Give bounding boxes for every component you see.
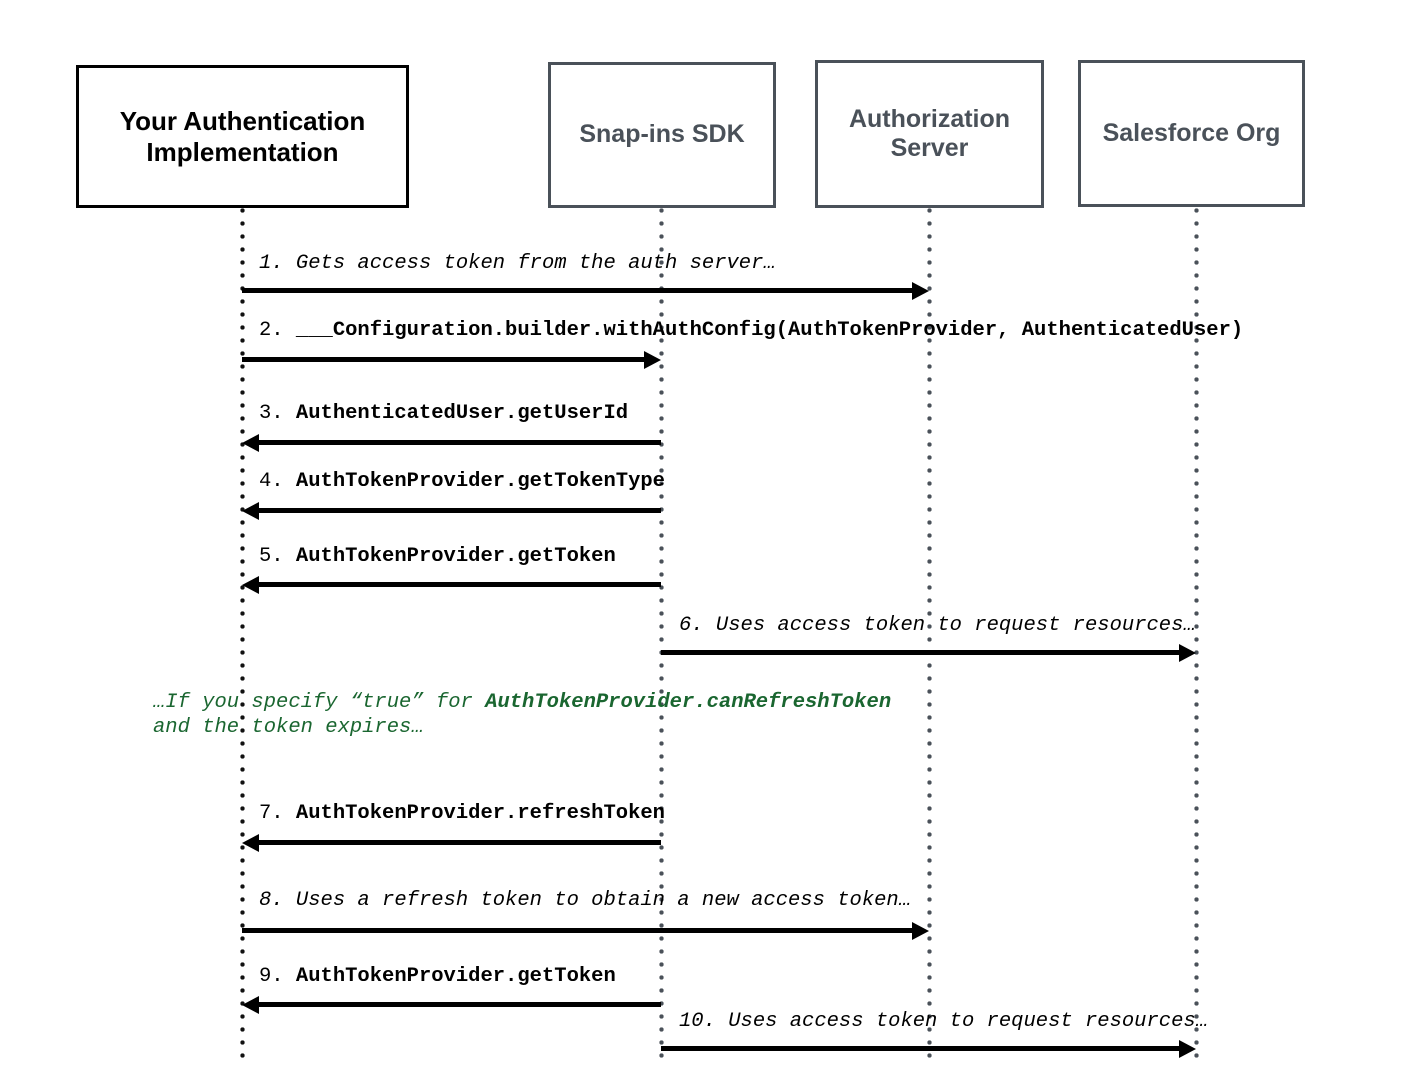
message-number: 1. — [259, 252, 284, 275]
message-number: 5. — [259, 545, 284, 568]
message-label: 3. AuthenticatedUser.getUserId — [259, 402, 628, 425]
message-label: 10. Uses access token to request resourc… — [679, 1010, 1208, 1033]
message-label: 4. AuthTokenProvider.getTokenType — [259, 470, 665, 493]
lifeline-snapins — [659, 208, 664, 1062]
message-number: 8. — [259, 889, 284, 912]
message-label-gap — [284, 252, 296, 275]
message-number: 9. — [259, 965, 284, 988]
message-label-gap — [284, 402, 296, 425]
message-arrow-line — [256, 1002, 661, 1007]
message-arrow-head — [1179, 643, 1196, 662]
message-arrow-line — [661, 1046, 1182, 1051]
message-label: 7. AuthTokenProvider.refreshToken — [259, 802, 665, 825]
message-text: ___Configuration.builder.withAuthConfig(… — [295, 319, 1244, 342]
message-text: AuthTokenProvider.getToken — [295, 545, 616, 568]
message-number: 7. — [259, 802, 284, 825]
message-label: 1. Gets access token from the auth serve… — [259, 252, 776, 275]
message-label: 8. Uses a refresh token to obtain a new … — [259, 889, 911, 912]
message-arrow-head — [242, 433, 259, 452]
message-text: Uses access token to request resources… — [728, 1010, 1208, 1033]
message-arrow-line — [242, 288, 915, 293]
message-arrow-head — [242, 995, 259, 1014]
message-text: Gets access token from the auth server… — [295, 252, 776, 275]
message-arrow-head — [912, 921, 929, 940]
message-number: 10. — [679, 1010, 716, 1033]
message-arrow-line — [242, 357, 647, 362]
message-arrow-line — [256, 840, 661, 845]
message-arrow-line — [242, 928, 915, 933]
message-text: AuthTokenProvider.refreshToken — [295, 802, 665, 825]
message-arrow-line — [661, 650, 1182, 655]
message-label-gap — [284, 802, 296, 825]
refresh-condition-note: …If you specify “true” for AuthTokenProv… — [153, 690, 891, 740]
actor-box-auth-impl: Your Authentication Implementation — [76, 65, 409, 208]
lifeline-sforg — [1194, 208, 1199, 1062]
message-label: 9. AuthTokenProvider.getToken — [259, 965, 616, 988]
actor-box-sforg: Salesforce Org — [1078, 60, 1305, 207]
message-label-gap — [284, 545, 296, 568]
message-arrow-line — [256, 582, 661, 587]
note-tail-text: and the token expires… — [153, 716, 424, 739]
message-label: 5. AuthTokenProvider.getToken — [259, 545, 616, 568]
message-label-gap — [284, 470, 296, 493]
message-number: 2. — [259, 319, 284, 342]
message-label-gap — [704, 614, 716, 637]
message-number: 4. — [259, 470, 284, 493]
message-label-gap — [284, 889, 296, 912]
actor-label-authserver: Authorization Server — [848, 104, 1011, 163]
message-label: 6. Uses access token to request resource… — [679, 614, 1196, 637]
message-number: 6. — [679, 614, 704, 637]
actor-box-authserver: Authorization Server — [815, 60, 1044, 208]
message-arrow-line — [256, 508, 661, 513]
lifeline-auth-impl — [240, 208, 245, 1062]
message-label-gap — [284, 319, 296, 342]
message-text: Uses a refresh token to obtain a new acc… — [295, 889, 912, 912]
message-arrow-head — [242, 501, 259, 520]
message-arrow-head — [912, 281, 929, 300]
actor-label-snapins: Snap-ins SDK — [579, 120, 745, 149]
actor-box-snapins: Snap-ins SDK — [548, 62, 776, 208]
message-text: AuthTokenProvider.getToken — [295, 965, 616, 988]
message-arrow-line — [256, 440, 661, 445]
message-label-gap — [284, 965, 296, 988]
message-arrow-head — [242, 575, 259, 594]
actor-label-sforg: Salesforce Org — [1102, 118, 1281, 147]
message-text: AuthTokenProvider.getTokenType — [295, 470, 665, 493]
message-text: AuthenticatedUser.getUserId — [295, 402, 629, 425]
message-label-gap — [716, 1010, 728, 1033]
actor-label-auth-impl: Your Authentication Implementation — [119, 105, 366, 167]
message-label: 2. ___Configuration.builder.withAuthConf… — [259, 319, 1243, 342]
message-text: Uses access token to request resources… — [715, 614, 1196, 637]
message-number: 3. — [259, 402, 284, 425]
message-arrow-head — [242, 833, 259, 852]
note-lead-text: …If you specify “true” for — [153, 691, 486, 714]
message-arrow-head — [644, 350, 661, 369]
note-emphasis-method: AuthTokenProvider.canRefreshToken — [485, 691, 892, 714]
lifeline-authserver — [927, 208, 932, 1062]
message-arrow-head — [1179, 1039, 1196, 1058]
